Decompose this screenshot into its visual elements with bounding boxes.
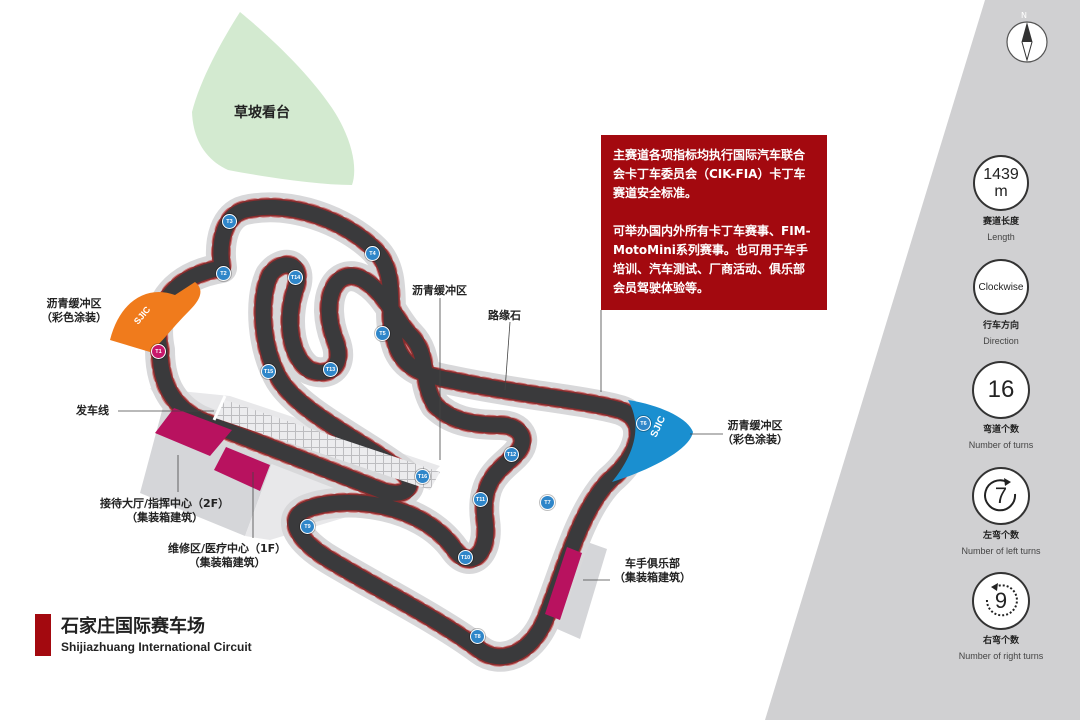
- grass-stand-label: 草坡看台: [234, 105, 290, 121]
- stat-direction-value: Clockwise: [973, 259, 1029, 315]
- stat-turns: 16 弯道个数 Number of turns: [946, 361, 1056, 451]
- stat-length-en: Length: [987, 232, 1015, 242]
- stat-turns-zh: 弯道个数: [982, 425, 1019, 435]
- title-en: Shijiazhuang International Circuit: [61, 640, 252, 654]
- stat-length: 1439 m 赛道长度 Length: [946, 155, 1056, 243]
- stat-left-turns-value: 7: [972, 467, 1030, 525]
- right-turn-arrow-icon: [985, 583, 1018, 617]
- stat-length-zh: 赛道长度: [982, 217, 1019, 227]
- title-zh: 石家庄国际赛车场: [61, 616, 205, 637]
- stat-turns-value: 16: [972, 361, 1030, 419]
- stat-direction: Clockwise 行车方向 Direction: [946, 259, 1056, 347]
- leader-lines: [118, 298, 723, 581]
- turn-marker-t2: T2: [216, 266, 231, 281]
- stat-turns-en: Number of turns: [968, 440, 1034, 450]
- info-para-1: 主赛道各项指标均执行国际汽车联合会卡丁车委员会（CIK-FIA）卡丁车赛道安全标…: [613, 148, 806, 200]
- club-label: 车手俱乐部（集装箱建筑）: [614, 557, 691, 584]
- stat-right-turns-en: Number of right turns: [958, 651, 1044, 661]
- turn-marker-t7: T7: [540, 495, 555, 510]
- turn-marker-t8: T8: [470, 629, 485, 644]
- stat-left-turns-en: Number of left turns: [961, 546, 1041, 556]
- stat-direction-en: Direction: [983, 336, 1019, 346]
- info-para-2: 可举办国内外所有卡丁车赛事、FIM-MotoMini系列赛事。也可用于车手培训、…: [613, 224, 811, 295]
- runoff-orange: [110, 282, 201, 352]
- turn-marker-t4: T4: [365, 246, 380, 261]
- turn-marker-t9: T9: [300, 519, 315, 534]
- runoff-right-label: 沥青缓冲区（彩色涂装）: [722, 419, 788, 446]
- turn-marker-t1: T1: [151, 344, 166, 359]
- stat-left-turns: 7 左弯个数 Number of left turns: [946, 467, 1056, 557]
- turn-marker-t3: T3: [222, 214, 237, 229]
- stat-length-value: 1439 m: [973, 155, 1029, 211]
- reception-building: [155, 408, 232, 456]
- left-turn-arrow-icon: [984, 478, 1017, 512]
- start-grid: [215, 400, 440, 490]
- turn-marker-t16: T16: [415, 469, 430, 484]
- repair-label: 维修区/医疗中心（1F）（集装箱建筑）: [168, 542, 287, 569]
- stat-left-turns-zh: 左弯个数: [982, 531, 1019, 541]
- runoff-mid-label: 沥青缓冲区: [412, 284, 467, 297]
- turn-marker-t6: T6: [636, 416, 651, 431]
- reception-building-2: [214, 447, 270, 491]
- turn-marker-t14: T14: [288, 270, 303, 285]
- title-accent-bar: [35, 614, 51, 656]
- turn-marker-t5: T5: [375, 326, 390, 341]
- turn-marker-t12: T12: [504, 447, 519, 462]
- runoff-blue: [612, 400, 693, 482]
- runoff-left-label: 沥青缓冲区（彩色涂装）: [41, 297, 107, 324]
- turn-marker-t10: T10: [458, 550, 473, 565]
- club-building: [545, 547, 582, 620]
- start-line-label: 发车线: [76, 404, 109, 417]
- stat-right-turns-zh: 右弯个数: [982, 636, 1019, 646]
- turn-marker-t11: T11: [473, 492, 488, 507]
- kerb-label: 路缘石: [488, 309, 521, 322]
- start-line-marker: [212, 395, 227, 421]
- stat-right-turns-value: 9: [972, 572, 1030, 630]
- compass: [1006, 21, 1048, 63]
- turn-marker-t15: T15: [261, 364, 276, 379]
- stat-direction-zh: 行车方向: [982, 321, 1019, 331]
- info-box: 主赛道各项指标均执行国际汽车联合会卡丁车委员会（CIK-FIA）卡丁车赛道安全标…: [601, 135, 827, 310]
- reception-label: 接待大厅/指挥中心（2F）（集装箱建筑）: [100, 497, 230, 524]
- grass-mound: [192, 12, 355, 185]
- compass-north-label: N: [1021, 11, 1027, 20]
- turn-marker-t13: T13: [323, 362, 338, 377]
- stat-right-turns: 9 右弯个数 Number of right turns: [946, 572, 1056, 662]
